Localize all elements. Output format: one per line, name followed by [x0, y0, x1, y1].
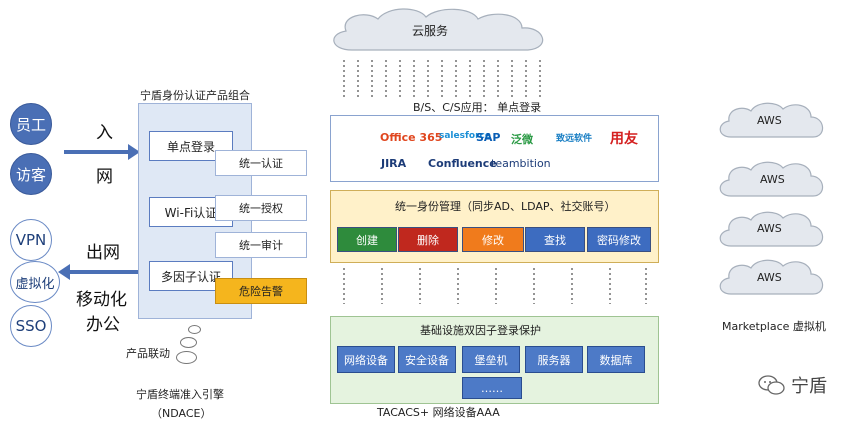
sso-login-label: 单点登录: [166, 139, 215, 154]
engine-sub: （NDACE）: [151, 407, 212, 420]
more-box: ……: [462, 377, 522, 399]
visitor-circle: 访客: [10, 153, 52, 195]
mfa-box: 多因子认证: [149, 261, 233, 291]
bubble-large-icon: [176, 351, 197, 364]
out-text-mid: 移动化: [76, 290, 127, 310]
engine-title: 宁盾终端准入引擎: [136, 388, 224, 401]
aws-label-3: AWS: [757, 222, 782, 235]
aws-cloud-icon-2: [719, 161, 824, 197]
out-text-bottom: 办公: [86, 315, 120, 335]
rain-dashes: [343, 60, 541, 98]
sso-label: SSO: [15, 317, 47, 335]
visitor-label: 访客: [15, 165, 46, 184]
wifi-auth-label: Wi-Fi认证: [164, 205, 218, 220]
iam-title: 统一身份管理（同步AD、LDAP、社交账号）: [395, 200, 616, 213]
mfa-label: 多因子认证: [160, 269, 221, 284]
unified-audit-box: 统一审计: [215, 232, 307, 258]
apps-box: [330, 115, 659, 182]
apps-title: B/S、C/S应用： 单点登录: [413, 101, 542, 114]
seeyon-logo: 致远软件: [556, 134, 593, 144]
in-text-bottom: 网: [96, 167, 113, 187]
unified-auth-box: 统一认证: [215, 150, 307, 176]
virtualization-label: 虚拟化: [15, 276, 55, 292]
tacacs-label: TACACS+ 网络设备AAA: [377, 406, 500, 419]
search-button[interactable]: 查找: [525, 227, 585, 252]
database-box: 数据库: [587, 346, 645, 373]
out-text-top: 出网: [86, 243, 120, 263]
network-device-box: 网络设备: [337, 346, 395, 373]
marketplace-label: Marketplace 虚拟机: [722, 320, 826, 333]
confluence-logo: Confluence: [428, 157, 497, 170]
bubble-small-icon: [188, 325, 201, 334]
linkage-label: 产品联动: [126, 347, 170, 360]
unified-audit-label: 统一审计: [239, 239, 283, 252]
modify-button[interactable]: 修改: [462, 227, 524, 252]
sso-circle: SSO: [10, 305, 52, 347]
employee-circle: 员工: [10, 103, 52, 145]
aws-cloud-icon-4: [719, 259, 824, 295]
password-change-button[interactable]: 密码修改: [587, 227, 651, 252]
aws-label-1: AWS: [757, 114, 782, 127]
cloud-label: 云服务: [412, 24, 449, 38]
in-text-top: 入: [96, 123, 113, 143]
employee-label: 员工: [15, 115, 46, 134]
vpn-circle: VPN: [10, 219, 52, 261]
connector-dashes: [343, 268, 647, 304]
office365-logo: Office 365: [380, 131, 443, 144]
server-box: 服务器: [525, 346, 583, 373]
danger-alert-box: 危险告警: [215, 278, 307, 304]
bastion-host-box: 堡垒机: [462, 346, 520, 373]
product-title: 宁盾身份认证产品组合: [140, 89, 250, 102]
virtualization-circle: 虚拟化: [10, 261, 60, 303]
unified-auth-label: 统一认证: [239, 157, 283, 170]
bubble-medium-icon: [180, 337, 197, 348]
aws-label-2: AWS: [760, 173, 785, 186]
aws-cloud-icon-3: [719, 211, 824, 247]
fanwei-logo: 泛微: [511, 133, 533, 146]
aws-label-4: AWS: [757, 271, 782, 284]
salesforce-logo: salesforce: [439, 131, 491, 141]
vpn-label: VPN: [15, 231, 47, 249]
security-device-box: 安全设备: [398, 346, 456, 373]
create-button[interactable]: 创建: [337, 227, 397, 252]
jira-logo: JIRA: [381, 157, 407, 170]
wechat-icon: [758, 375, 785, 395]
aws-cloud-icon-1: [719, 102, 824, 138]
out-arrow: [58, 264, 138, 280]
unified-authz-label: 统一授权: [239, 202, 283, 215]
yonyou-logo: 用友: [610, 131, 638, 147]
cloud-service-icon: [333, 8, 544, 51]
infra-title: 基础设施双因子登录保护: [420, 324, 541, 337]
brand-label: 宁盾: [791, 376, 827, 397]
sap-logo: SAP: [476, 131, 501, 144]
delete-button[interactable]: 删除: [398, 227, 458, 252]
danger-alert-label: 危险告警: [239, 285, 283, 298]
unified-authz-box: 统一授权: [215, 195, 307, 221]
teambition-logo: teambition: [491, 157, 551, 170]
in-arrow: [64, 144, 140, 160]
